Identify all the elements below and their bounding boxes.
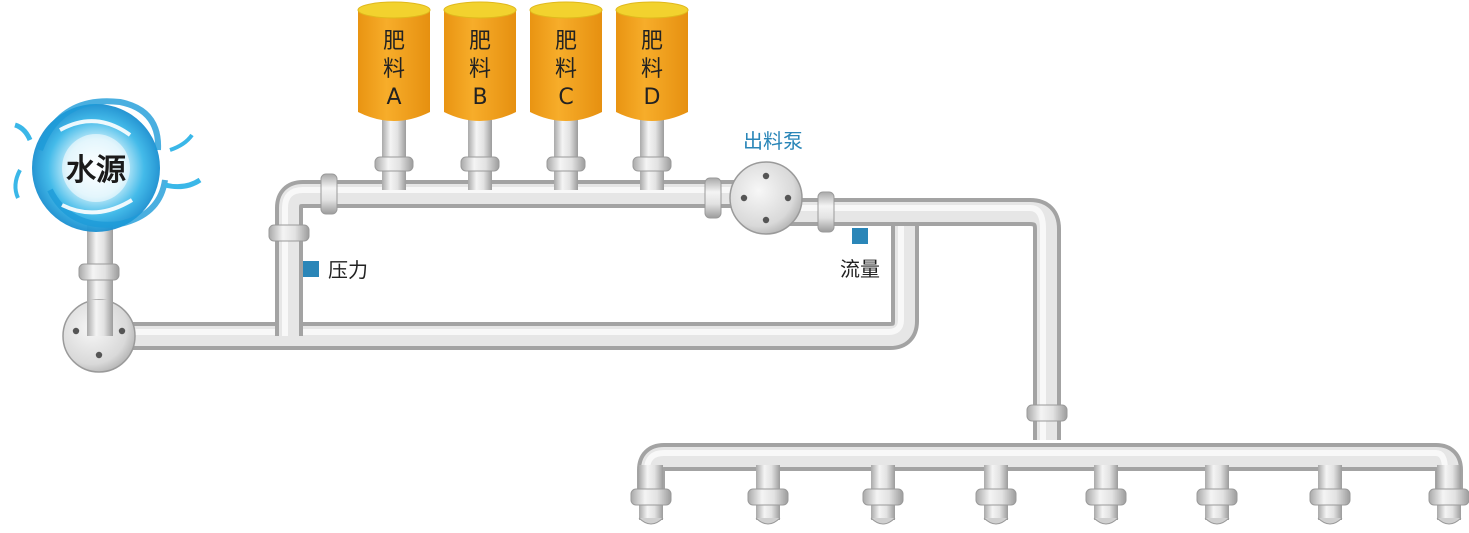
outlet-nozzles — [630, 465, 1469, 525]
water-source-icon[interactable]: 水源 — [13, 98, 202, 232]
tank-label-line2: 料 — [641, 57, 663, 82]
pipe-couplings — [78, 173, 1068, 422]
pressure-sensor-marker — [303, 261, 319, 277]
tank-label-line3: C — [558, 85, 573, 110]
outlet-nozzle[interactable] — [747, 465, 789, 525]
pressure-sensor[interactable]: 压力 — [303, 258, 368, 282]
tank-label-line1: 肥 — [383, 29, 405, 54]
outlet-nozzle[interactable] — [630, 465, 672, 525]
pump-inlet-coupling — [704, 177, 722, 219]
outlet-nozzle[interactable] — [1309, 465, 1351, 525]
flow-sensor-marker — [852, 228, 868, 244]
tank-label-line3: A — [386, 85, 401, 110]
manifold-coupling — [1026, 404, 1068, 422]
tank-label-line2: 料 — [469, 57, 491, 82]
tank-label-line3: B — [472, 85, 487, 110]
pressure-sensor-label: 压力 — [328, 258, 368, 282]
source-flange — [62, 299, 136, 373]
outlet-nozzle[interactable] — [1196, 465, 1238, 525]
top-pipe-coupling — [320, 173, 338, 215]
tank-label-line1: 肥 — [469, 29, 491, 54]
tank-label-line1: 肥 — [555, 29, 577, 54]
outlet-nozzle[interactable] — [1085, 465, 1127, 525]
outlet-nozzle[interactable] — [1428, 465, 1469, 525]
main-supply-pipe — [100, 222, 919, 350]
discharge-pump[interactable] — [729, 161, 803, 235]
source-coupling — [78, 263, 120, 281]
outlet-nozzle[interactable] — [862, 465, 904, 525]
water-source-label: 水源 — [66, 153, 126, 188]
pump-outlet-coupling — [817, 191, 835, 233]
flow-sensor[interactable]: 流量 — [840, 228, 880, 281]
tank-label-line2: 料 — [555, 57, 577, 82]
tank-label-line3: D — [644, 85, 661, 110]
outlet-nozzle[interactable] — [975, 465, 1017, 525]
tank-label-line1: 肥 — [641, 29, 663, 54]
fertilizer-tank-d[interactable]: 肥料D — [615, 1, 689, 190]
tank-label-line2: 料 — [383, 57, 405, 82]
fertilizer-tank-a[interactable]: 肥料A — [357, 1, 431, 190]
riser-coupling — [268, 224, 310, 242]
flow-sensor-label: 流量 — [840, 257, 880, 281]
fertilizer-tank-c[interactable]: 肥料C — [529, 1, 603, 190]
pump-label: 出料泵 — [743, 129, 803, 153]
fertilizer-tank-b[interactable]: 肥料B — [443, 1, 517, 190]
